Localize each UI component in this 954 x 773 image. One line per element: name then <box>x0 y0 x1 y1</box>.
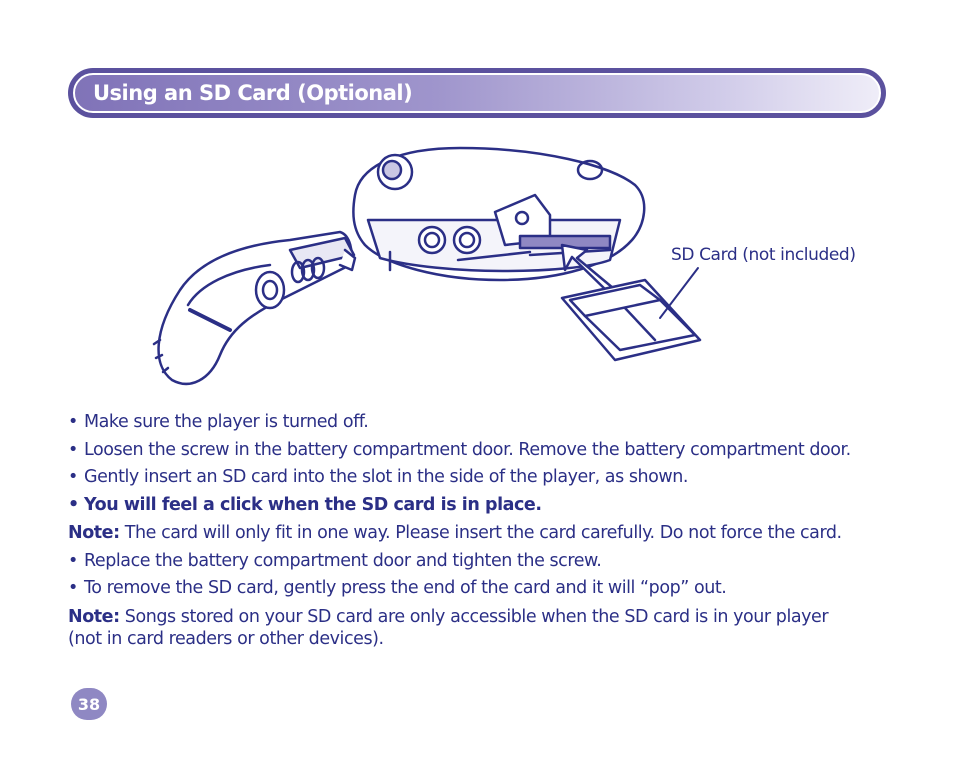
callout-leader-line <box>659 267 699 319</box>
instruction-bullet: Gently insert an SD card into the slot i… <box>68 464 888 492</box>
note-2: Note: Songs stored on your SD card are o… <box>68 603 838 650</box>
sd-card-illustration <box>152 146 702 386</box>
instruction-bullet: To remove the SD card, gently press the … <box>68 575 888 603</box>
note-text: The card will only fit in one way. Pleas… <box>124 522 842 543</box>
note-label: Note: <box>68 606 120 627</box>
note-label: Note: <box>68 522 120 543</box>
instruction-bullet-emphasis: You will feel a click when the SD card i… <box>68 492 888 520</box>
instruction-bullet: Make sure the player is turned off. <box>68 409 888 437</box>
section-banner-inner: Using an SD Card (Optional) <box>73 73 881 113</box>
section-title: Using an SD Card (Optional) <box>93 81 413 105</box>
instructions: Make sure the player is turned off. Loos… <box>68 409 888 650</box>
battery-door-drawing <box>152 230 357 386</box>
note-1: Note: The card will only fit in one way.… <box>68 520 888 548</box>
instruction-bullet: Loosen the screw in the battery compartm… <box>68 437 888 465</box>
sd-card-drawing <box>560 278 702 362</box>
instruction-bullet: Replace the battery compartment door and… <box>68 548 888 576</box>
page-number-badge: 38 <box>71 688 107 720</box>
sd-card-callout: SD Card (not included) <box>671 245 856 265</box>
page-number: 38 <box>77 694 101 714</box>
insert-arrow-drawing <box>560 243 615 294</box>
player-body-drawing <box>352 146 646 282</box>
section-banner: Using an SD Card (Optional) <box>68 68 886 118</box>
note-text: Songs stored on your SD card are only ac… <box>68 606 829 649</box>
